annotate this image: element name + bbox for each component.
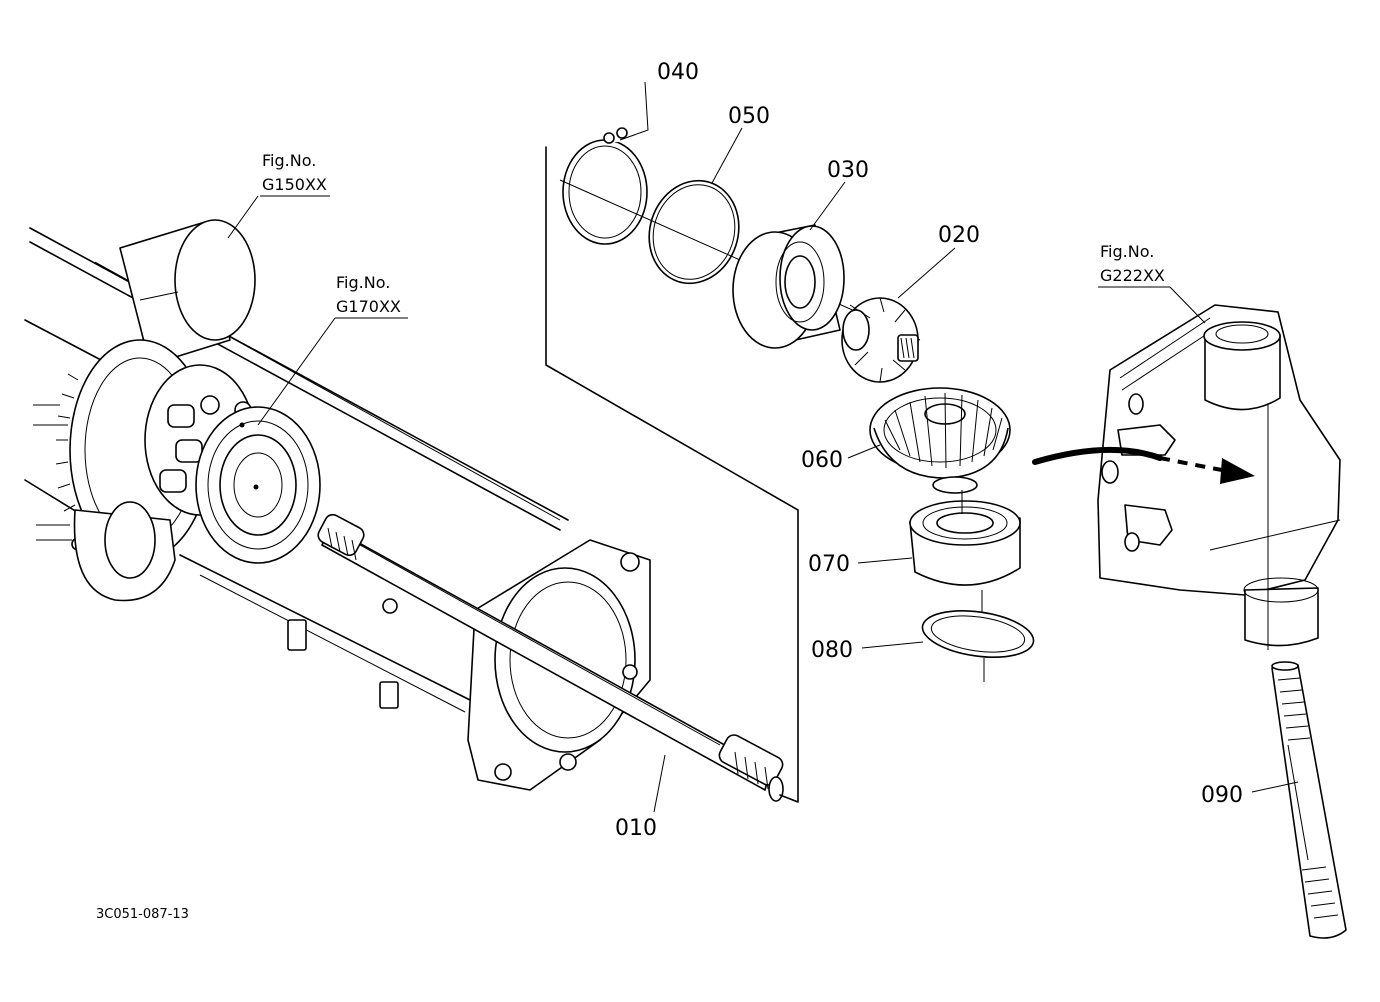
- diagram-code: 3C051-087-13: [96, 907, 189, 922]
- bevel-gear-060: [869, 387, 1011, 494]
- snap-ring-040: [562, 127, 648, 245]
- leader-lines: [227, 81, 1299, 813]
- fig-ref-g150-number: G150XX: [262, 175, 327, 194]
- part-label-020: 020: [938, 223, 980, 248]
- part-label-040: 040: [657, 60, 699, 85]
- part-label-070: 070: [808, 552, 850, 577]
- fig-ref-g222-title: Fig.No.: [1100, 242, 1154, 261]
- fig-ref-g222-number: G222XX: [1100, 266, 1165, 285]
- part-label-080: 080: [811, 638, 853, 663]
- part-label-090: 090: [1201, 783, 1243, 808]
- part-label-010: 010: [615, 816, 657, 841]
- part-label-060: 060: [801, 448, 843, 473]
- part-number-labels: 040 050 030 020 060 070 080 090 010: [615, 60, 1243, 841]
- g170xx-bearing: [195, 406, 321, 564]
- fig-ref-g170-number: G170XX: [336, 297, 401, 316]
- part-label-030: 030: [827, 158, 869, 183]
- exploded-frame: [545, 146, 799, 803]
- fig-ref-g150-title: Fig.No.: [262, 151, 316, 170]
- shaft-090: [1271, 661, 1347, 939]
- fig-ref-g170-title: Fig.No.: [336, 273, 390, 292]
- bearing-070: [909, 490, 1021, 586]
- g222xx-gearbox-housing: [1097, 304, 1341, 650]
- bearing-030: [732, 224, 845, 349]
- shim-080: [921, 590, 1035, 682]
- g150xx-cylinder: [119, 219, 256, 366]
- figure-references: Fig.No. G150XX Fig.No. G170XX Fig.No. G2…: [262, 151, 1165, 316]
- assembly-arrow: [1032, 446, 1255, 484]
- bevel-pinion-020: [841, 297, 919, 383]
- o-ring-050: [648, 179, 740, 285]
- gear-assembly: [55, 339, 256, 602]
- part-label-050: 050: [728, 104, 770, 129]
